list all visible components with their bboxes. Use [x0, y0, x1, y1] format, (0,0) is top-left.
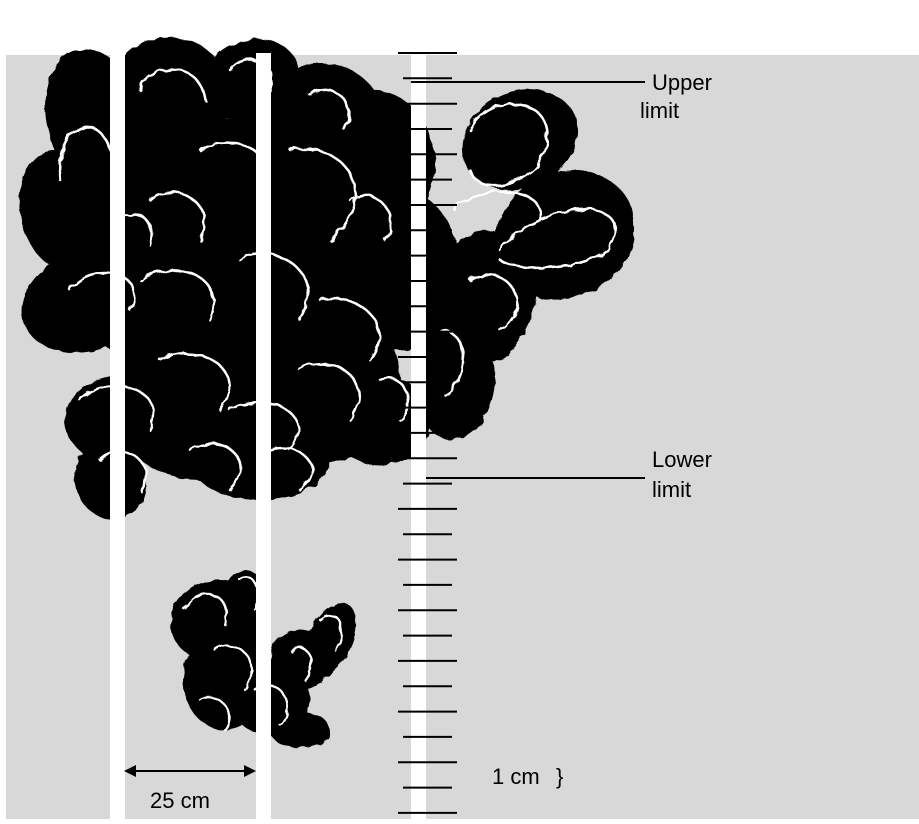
lower-limit-label-line2: limit [652, 477, 691, 502]
lower-limit-label-line1: Lower [652, 447, 712, 472]
scale-brace-icon: } [556, 764, 563, 789]
ruler-strip [411, 53, 426, 819]
width-dimension-label: 25 cm [150, 788, 210, 813]
upper-limit-label-line1: Upper [652, 70, 712, 95]
upper-limit-label-line2: limit [640, 98, 679, 123]
scale-unit-label: 1 cm [492, 764, 540, 789]
transect-strip-left [110, 53, 125, 819]
transect-strip-right [256, 53, 271, 819]
